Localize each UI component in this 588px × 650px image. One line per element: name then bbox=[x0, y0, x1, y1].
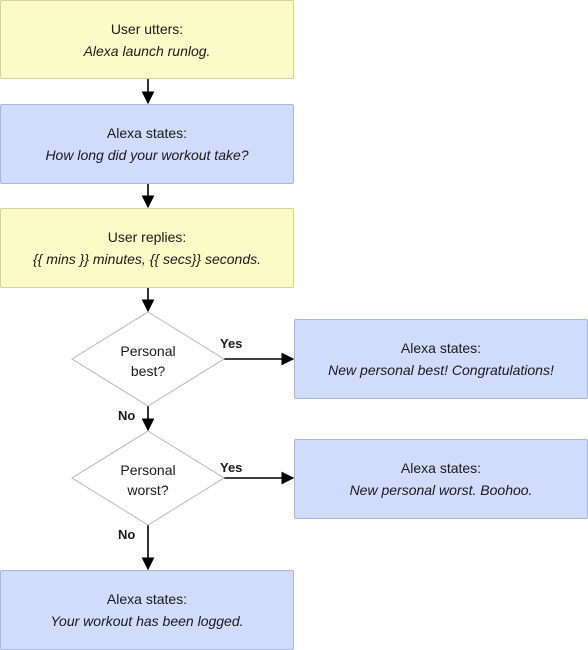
decision-worst-label: Personal worst? bbox=[103, 460, 193, 500]
box-text: Alexa launch runlog. bbox=[83, 42, 211, 59]
box-title: User utters: bbox=[110, 20, 184, 37]
box-title: Alexa states: bbox=[106, 591, 188, 607]
box-text: {{ mins }} minutes, {{ secs}} seconds. bbox=[32, 251, 262, 267]
box-alexa-personal-worst: Alexa states: New personal worst. Boohoo… bbox=[294, 439, 588, 519]
decision-best-line2: best? bbox=[130, 363, 166, 379]
decision-best-diamond bbox=[71, 311, 225, 407]
decision-worst-line1: Personal bbox=[120, 462, 176, 478]
box-alexa-logged: Alexa states: Your workout has been logg… bbox=[0, 570, 294, 650]
edge-label-worst-yes: Yes bbox=[220, 460, 243, 475]
edge-label-worst-no: No bbox=[118, 527, 136, 542]
box-text: Your workout has been logged. bbox=[50, 613, 244, 629]
box-title: Alexa states: bbox=[400, 340, 482, 356]
box-user-replies: User replies: {{ mins }} minutes, {{ sec… bbox=[0, 208, 294, 288]
box-alexa-asks-duration: Alexa states: How long did your workout … bbox=[0, 104, 294, 184]
decision-best-label: Personal best? bbox=[103, 341, 193, 381]
edge-label-best-no: No bbox=[118, 408, 136, 423]
box-user-utters: User utters: Alexa launch runlog. bbox=[0, 0, 294, 79]
decision-worst-line2: worst? bbox=[127, 482, 169, 498]
decision-best-line1: Personal bbox=[120, 343, 176, 359]
box-title: Alexa states: bbox=[106, 125, 188, 141]
box-title: Alexa states: bbox=[400, 460, 482, 476]
edge-label-best-yes: Yes bbox=[220, 336, 243, 351]
box-text: New personal best! Congratulations! bbox=[328, 362, 554, 378]
box-title: User replies: bbox=[107, 229, 187, 245]
box-text: New personal worst. Boohoo. bbox=[349, 482, 533, 498]
box-alexa-personal-best: Alexa states: New personal best! Congrat… bbox=[294, 319, 588, 399]
decision-worst-diamond bbox=[71, 430, 225, 526]
box-text: How long did your workout take? bbox=[45, 147, 249, 163]
